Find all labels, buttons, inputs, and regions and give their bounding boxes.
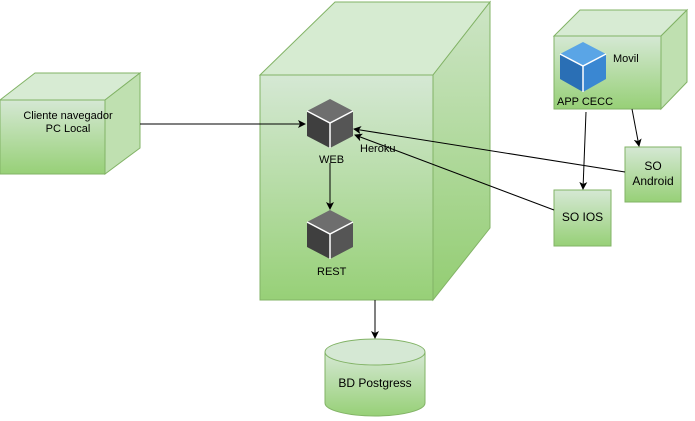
- app-label: APP CECC: [557, 96, 614, 108]
- android-label: SO Android: [625, 159, 681, 189]
- movil-label: Movil: [613, 53, 639, 65]
- ios-box: [553, 189, 612, 247]
- android-box: [624, 146, 682, 203]
- heroku-box: [258, 0, 492, 302]
- cube-icon: [306, 99, 354, 148]
- edges: [140, 108, 642, 339]
- heroku-label: Heroku: [360, 143, 396, 155]
- client-label-line1: Cliente navegador: [23, 110, 113, 122]
- android-label-line1: SO: [644, 159, 662, 173]
- edge-app-android: [631, 108, 642, 147]
- blue-cube-icon: [559, 42, 607, 92]
- database-icon: [324, 338, 426, 417]
- db-label: BD Postgress: [338, 376, 412, 390]
- edge-ios-web: [354, 133, 555, 211]
- client-box: [0, 71, 142, 175]
- client-label-line2: PC Local: [45, 123, 91, 135]
- android-label-line2: Android: [632, 174, 674, 188]
- ios-label: SO IOS: [561, 210, 604, 224]
- web-label: WEB: [319, 154, 345, 166]
- rest-label: REST: [317, 266, 347, 278]
- cube-icon: [306, 210, 354, 259]
- edge-app-ios: [579, 111, 588, 190]
- client-label: Cliente navegador PC Local: [18, 110, 118, 136]
- edge-android-web: [353, 126, 626, 173]
